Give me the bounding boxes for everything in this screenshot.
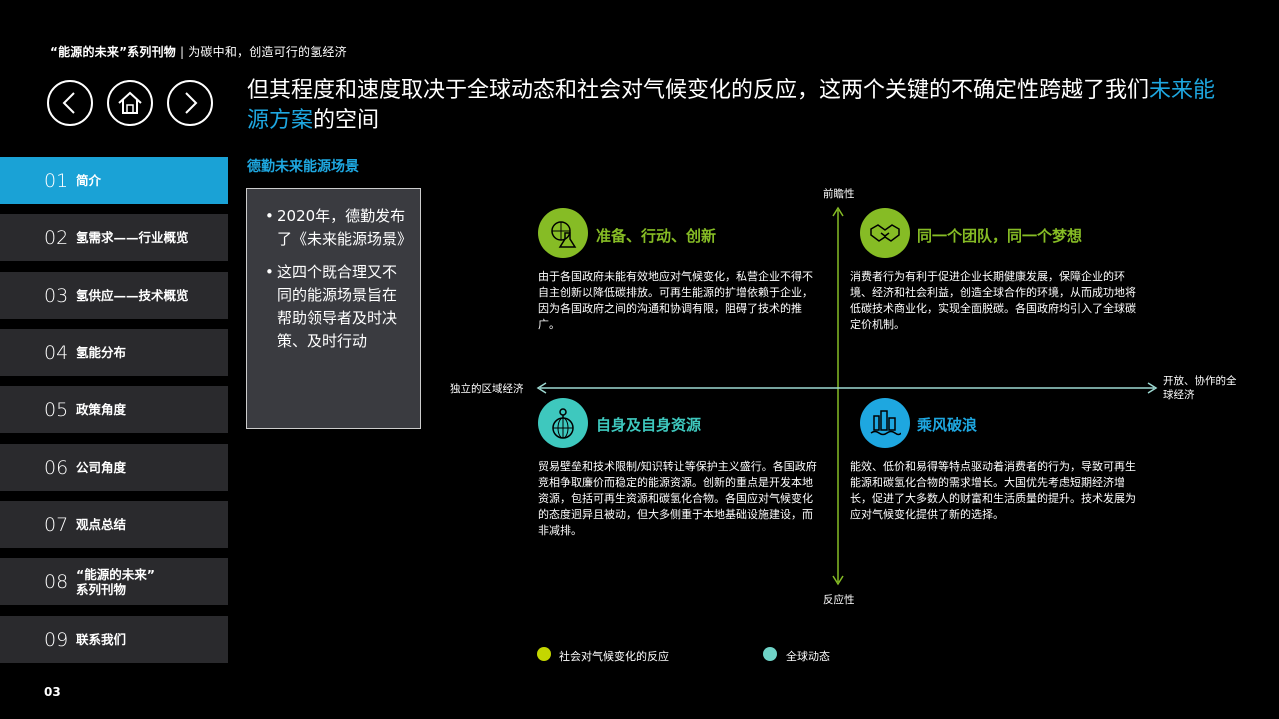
page-headline: 但其程度和速度取决于全球动态和社会对气候变化的反应，这两个关键的不确定性跨越了我… [247,76,1237,136]
city-wave-icon [860,398,910,448]
home-icon [118,91,142,114]
sidebar-item-summary[interactable]: 07 观点总结 [0,501,228,548]
series-subtitle: 为碳中和，创造可行的氢经济 [188,45,347,59]
headline-part2: 的空间 [313,108,380,133]
headline-part1: 但其程度和速度取决于全球动态和社会对气候变化的反应，这两个关键的不确定性跨越了我… [247,78,1150,103]
sidebar-item-contact[interactable]: 09 联系我们 [0,616,228,663]
flask-globe-icon [538,208,588,258]
axis-label-right: 开放、协作的全 球经济 [1163,374,1237,402]
sidebar-item-label-line1: “能源的未来” [76,566,155,582]
chevron-left-icon [62,92,75,114]
legend-dot-climate-response [537,647,551,661]
sidebar-item-label: 氢能分布 [76,345,127,360]
quadrant-title-bottom-right: 乘风破浪 [917,416,978,434]
sidebar-item-num: 09 [44,628,69,651]
sidebar-item-demand[interactable]: 02 氢需求——行业概览 [0,214,228,261]
sidebar-item-label: 简介 [76,173,102,188]
quadrant-text-top-right: 消费者行为有利于促进企业长期健康发展，保障企业的环境、经济和社会利益，创造全球合… [850,270,1136,331]
sidebar-item-num: 07 [44,513,69,536]
sidebar-item-label: 公司角度 [76,460,127,475]
sidebar-item-num: 02 [44,226,69,249]
next-button[interactable] [167,80,213,126]
sidebar-item-series[interactable]: 08 “能源的未来” 系列刊物 [0,558,228,605]
handshake-icon [860,208,910,258]
series-name: “能源的未来”系列刊物 [50,45,176,59]
sidebar-item-label: 政策角度 [76,402,127,417]
sidebar-item-policy[interactable]: 05 政策角度 [0,386,228,433]
quadrant-title-bottom-left: 自身及自身资源 [596,416,702,434]
horizontal-axis-arrow-right [1147,382,1158,394]
title-separator: | [179,45,185,59]
sidebar-item-label: “能源的未来” 系列刊物 [76,567,155,597]
sidebar-item-num: 04 [44,341,69,364]
note-bullet: 这四个既合理又不同的能源场景旨在帮助领导者及时决策、及时行动 [265,261,408,353]
chevron-right-icon [185,92,198,114]
sidebar-item-company[interactable]: 06 公司角度 [0,444,228,491]
sidebar-item-label: 氢供应——技术概览 [76,288,189,303]
prev-button[interactable] [47,80,93,126]
sidebar-item-intro[interactable]: 01 简介 [0,157,228,204]
section-title: 德勤未来能源场景 [247,159,359,175]
sidebar-item-distribution[interactable]: 04 氢能分布 [0,329,228,376]
vertical-axis-arrow-top [832,206,844,217]
quadrant-title-top-left: 准备、行动、创新 [596,227,717,245]
home-button[interactable] [107,80,153,126]
series-title: “能源的未来”系列刊物|为碳中和，创造可行的氢经济 [50,43,347,60]
axis-label-right-line2: 球经济 [1163,389,1195,401]
sidebar-item-num: 01 [44,169,69,192]
note-box: 2020年，德勤发布了《未来能源场景》 这四个既合理又不同的能源场景旨在帮助领导… [246,188,421,429]
quadrant-text-bottom-left: 贸易壁垒和技术限制/知识转让等保护主义盛行。各国政府竞相争取廉价而稳定的能源资源… [538,460,817,537]
sidebar-item-label: 联系我们 [76,632,127,647]
axis-label-top: 前瞻性 [823,188,855,200]
axis-label-left: 独立的区域经济 [450,383,524,395]
legend-dot-global-dynamics [763,647,777,661]
sidebar-item-num: 06 [44,456,69,479]
quadrant-text-bottom-right: 能效、低价和易得等特点驱动着消费者的行为，导致可再生能源和碳氢化合物的需求增长。… [850,460,1136,521]
legend-label-climate-response: 社会对气候变化的反应 [559,650,669,663]
horizontal-axis-arrow-left [536,382,547,394]
sidebar-item-num: 08 [44,570,69,593]
sidebar-item-num: 05 [44,398,69,421]
axis-label-right-line1: 开放、协作的全 [1163,375,1237,387]
quadrant-title-top-right: 同一个团队，同一个梦想 [917,227,1083,245]
sidebar-item-num: 03 [44,284,69,307]
headline-highlight[interactable]: 未来能源方案 [247,78,1216,133]
globe-tower-icon [538,398,588,448]
note-bullet: 2020年，德勤发布了《未来能源场景》 [265,205,412,251]
quadrant-text-top-left: 由于各国政府未能有效地应对气候变化，私营企业不得不自主创新以降低碳排放。可再生能… [538,270,813,331]
page-number: 03 [44,685,61,699]
sidebar-item-label: 氢需求——行业概览 [76,230,189,245]
legend-label-global-dynamics: 全球动态 [786,650,830,663]
sidebar-item-label: 观点总结 [76,517,127,532]
sidebar-item-label-line2: 系列刊物 [76,581,127,597]
axis-label-bottom: 反应性 [823,594,855,606]
sidebar-item-supply[interactable]: 03 氢供应——技术概览 [0,272,228,319]
vertical-axis-arrow-bottom [832,575,844,586]
